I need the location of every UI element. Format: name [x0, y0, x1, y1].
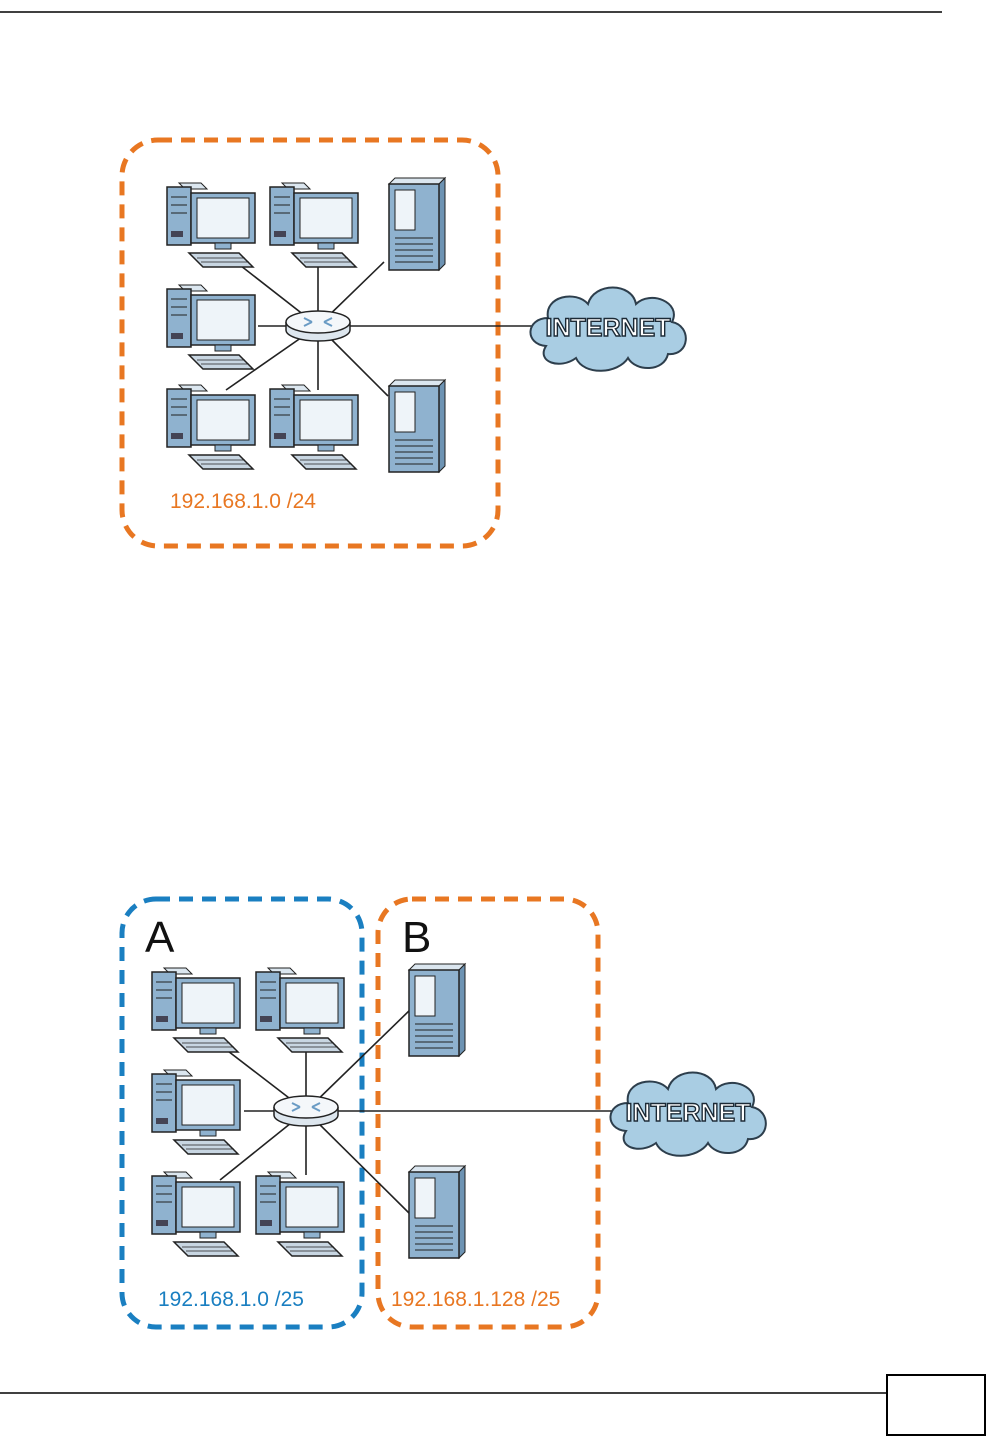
- subnet-b-label: 192.168.1.128 /25: [391, 1288, 560, 1311]
- computer-icon: [270, 183, 358, 267]
- group-a-letter: A: [145, 913, 175, 962]
- subnet-b-boundary: [378, 899, 598, 1327]
- subnet-label: 192.168.1.0 /24: [170, 490, 316, 513]
- page-number-box: [887, 1375, 985, 1435]
- computer-icon: [152, 968, 240, 1052]
- server-icon: [389, 178, 445, 270]
- computer-icon: [270, 385, 358, 469]
- computer-icon: [167, 183, 255, 267]
- internet-cloud: INTERNET: [610, 1073, 765, 1156]
- server-icon: [409, 964, 465, 1056]
- network-diagram-single-subnet: INTERNET 192.168.1.0 /24: [122, 140, 686, 546]
- computer-icon: [256, 1172, 344, 1256]
- computer-icon: [152, 1070, 240, 1154]
- server-icon: [389, 380, 445, 472]
- computer-icon: [152, 1172, 240, 1256]
- network-diagram-two-subnets: A B INTERNET 192.168.1.0 /25 192.168.1.1…: [122, 899, 766, 1327]
- group-b-letter: B: [402, 913, 431, 962]
- computer-icon: [256, 968, 344, 1052]
- computer-icon: [167, 285, 255, 369]
- cloud-label: INTERNET: [546, 314, 671, 342]
- router-icon: [286, 311, 350, 341]
- internet-cloud: INTERNET: [530, 288, 685, 371]
- subnet-a-label: 192.168.1.0 /25: [158, 1288, 304, 1311]
- server-icon: [409, 1166, 465, 1258]
- router-icon: [274, 1096, 338, 1126]
- connection-lines: [226, 262, 552, 396]
- computer-icon: [167, 385, 255, 469]
- cloud-label: INTERNET: [626, 1099, 751, 1127]
